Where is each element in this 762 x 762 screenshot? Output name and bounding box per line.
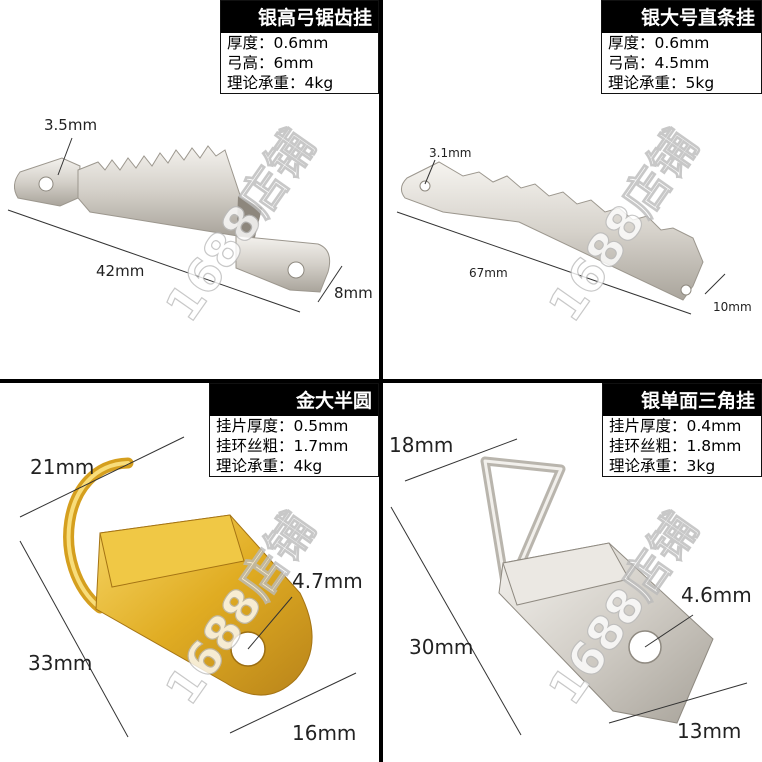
spec-line: 厚度：0.6mm xyxy=(227,34,329,52)
spec-box: 银高弓锯齿挂 厚度：0.6mm 弓高：6mm 理论承重：4kg xyxy=(220,0,379,94)
spec-box: 金大半圆 挂片厚度：0.5mm 挂环丝粗：1.7mm 理论承重：4kg xyxy=(209,383,379,477)
spec-line: 理论承重：4kg xyxy=(227,74,334,92)
dim-ring: 18mm xyxy=(389,433,454,457)
product-title: 银大号直条挂 xyxy=(602,1,761,33)
dim-length: 67mm xyxy=(469,266,508,280)
spec-line: 理论承重：5kg xyxy=(608,74,715,92)
dim-width: 13mm xyxy=(677,719,742,743)
spec-line: 理论承重：3kg xyxy=(609,457,716,475)
spec-line: 弓高：4.5mm xyxy=(608,54,710,72)
product-title: 银高弓锯齿挂 xyxy=(221,1,378,33)
dim-ring: 21mm xyxy=(30,455,95,479)
spec-box: 银单面三角挂 挂片厚度：0.4mm 挂环丝粗：1.8mm 理论承重：3kg xyxy=(602,383,762,477)
product-title: 银单面三角挂 xyxy=(603,384,761,416)
spec-line: 挂片厚度：0.5mm xyxy=(216,417,349,435)
spec-box: 银大号直条挂 厚度：0.6mm 弓高：4.5mm 理论承重：5kg xyxy=(601,0,762,94)
dim-width: 10mm xyxy=(713,300,752,314)
dim-width: 8mm xyxy=(334,284,373,302)
gold-d-ring-image: 1688店铺 xyxy=(19,436,357,738)
sawtooth-hanger-image: 1688店铺 xyxy=(7,119,343,332)
dim-width: 16mm xyxy=(292,721,357,745)
spec-line: 厚度：0.6mm xyxy=(608,34,710,52)
triangle-hanger-image: 1688店铺 xyxy=(390,438,748,736)
dim-length: 42mm xyxy=(96,262,145,280)
spec-line: 弓高：6mm xyxy=(227,54,314,72)
panel-triangle-hanger: 1688店铺 18mm 4.6mm 30mm 13mm 银单面三角挂 挂片厚度：… xyxy=(383,383,762,762)
straight-hanger-image: 1688店铺 xyxy=(396,119,726,332)
dim-length: 33mm xyxy=(28,651,93,675)
panel-sawtooth-hanger: 1688店铺 3.5mm 42mm 8mm 银高弓锯齿挂 厚度：0.6mm 弓高… xyxy=(0,0,379,379)
dim-length: 30mm xyxy=(409,635,474,659)
panel-straight-hanger: 1688店铺 3.1mm 67mm 10mm 银大号直条挂 厚度：0.6mm 弓… xyxy=(383,0,762,379)
dim-hole: 3.1mm xyxy=(429,146,472,160)
dim-hole: 4.7mm xyxy=(292,569,363,593)
dim-hole: 4.6mm xyxy=(681,583,752,607)
spec-line: 挂片厚度：0.4mm xyxy=(609,417,742,435)
spec-line: 挂环丝粗：1.8mm xyxy=(609,437,742,455)
spec-line: 挂环丝粗：1.7mm xyxy=(216,437,349,455)
spec-line: 理论承重：4kg xyxy=(216,457,323,475)
panel-gold-d-ring: 1688店铺 21mm 4.7mm 33mm 16mm 金大半圆 挂片厚度：0.… xyxy=(0,383,379,762)
dim-hole: 3.5mm xyxy=(44,116,98,134)
product-title: 金大半圆 xyxy=(210,384,378,416)
